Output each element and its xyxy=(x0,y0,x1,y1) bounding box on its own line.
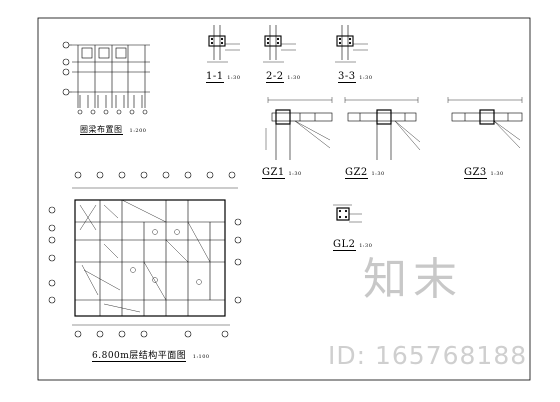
floor-plan-scale: 1:100 xyxy=(192,354,210,360)
floor-plan-drawing xyxy=(48,171,242,338)
section-1-1-scale: 1:30 xyxy=(227,75,241,81)
gl2-scale: 1:30 xyxy=(359,243,373,249)
gz1-scale: 1:30 xyxy=(288,171,302,177)
ring-beam-plan-scale: 1:200 xyxy=(129,128,147,134)
sheet-border xyxy=(37,17,531,381)
gl2-detail-drawing xyxy=(333,204,362,223)
section-1-1-drawing xyxy=(207,25,240,63)
section-2-2-label: 2-2 xyxy=(266,71,284,83)
gz3-label: GZ3 xyxy=(464,167,487,179)
watermark-brand: 知末 xyxy=(363,254,463,305)
watermark-id: ID: 165768188 xyxy=(328,341,528,370)
gl2-label: GL2 xyxy=(333,239,356,251)
ring-beam-plan-title: 圈梁布置图 xyxy=(80,125,123,135)
section-3-3-label: 3-3 xyxy=(338,71,356,83)
gz2-scale: 1:30 xyxy=(371,171,385,177)
gz3-scale: 1:30 xyxy=(490,171,504,177)
gz3-detail-drawing xyxy=(447,97,523,149)
gz1-label: GZ1 xyxy=(262,167,285,179)
section-1-1-label: 1-1 xyxy=(206,71,224,83)
section-3-3-scale: 1:30 xyxy=(359,75,373,81)
ring-beam-plan-drawing xyxy=(62,41,150,115)
section-2-2-drawing xyxy=(263,25,296,63)
gz1-detail-drawing xyxy=(265,97,333,160)
floor-plan-title: 6.800m层结构平面图 xyxy=(92,351,187,362)
gz2-label: GZ2 xyxy=(345,167,368,179)
gz2-detail-drawing xyxy=(344,97,421,160)
section-3-3-drawing xyxy=(335,25,368,63)
section-2-2-scale: 1:30 xyxy=(287,75,301,81)
